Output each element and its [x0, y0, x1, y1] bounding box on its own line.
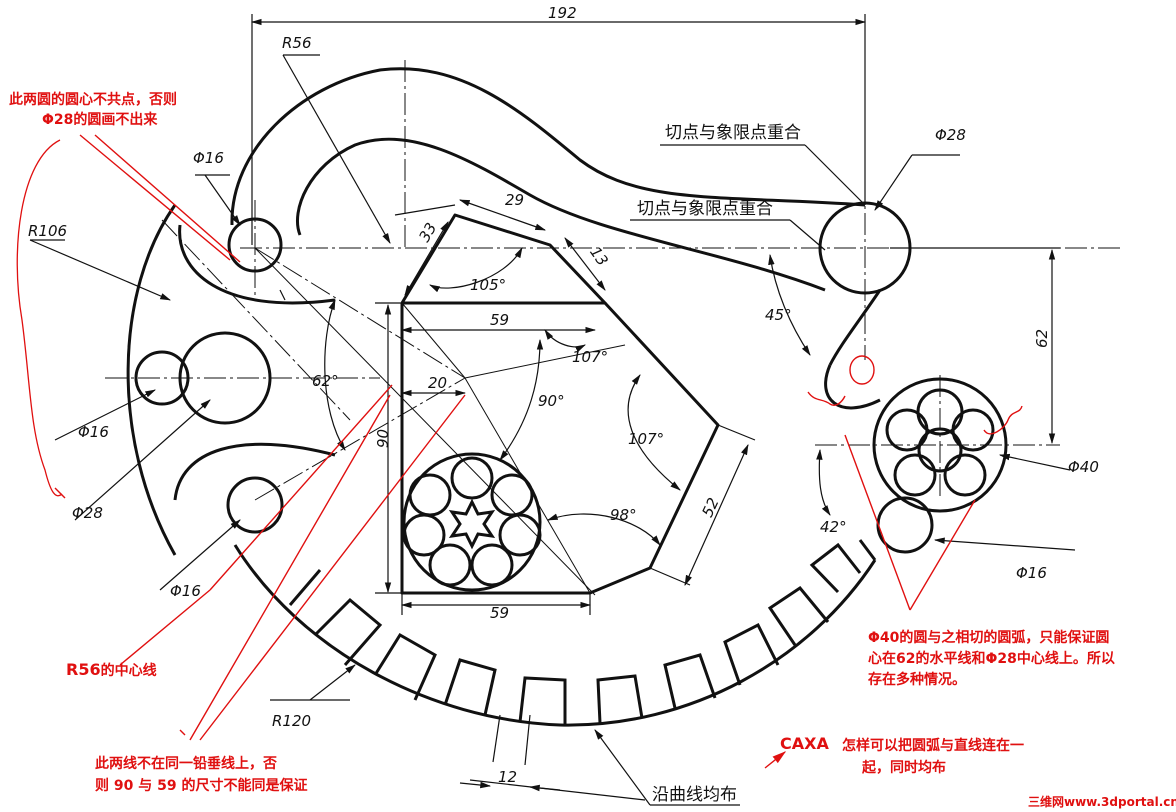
dim-phi16-top: Φ16	[193, 149, 224, 167]
angle-arcs	[324, 247, 831, 546]
part-outline	[126, 67, 882, 727]
annotation-caxa-2: 起，同时均布	[861, 759, 946, 776]
dim-phi16-bottom-left: Φ16	[170, 582, 201, 600]
note-curve-distribute: 沿曲线均布	[652, 785, 737, 805]
annotation-plumb-2: 则 90 与 59 的尺寸不能同是保证	[95, 777, 307, 794]
dim-r56: R56	[282, 34, 312, 52]
annotation-caxa-1: 怎样可以把圆弧与直线连在一	[842, 737, 1024, 754]
annotation-phi40-3: 存在多种情况。	[868, 671, 966, 688]
note-tangent-2: 切点与象限点重合	[637, 199, 773, 219]
dim-phi16-bottom-right: Φ16	[1016, 564, 1047, 582]
dimension-lines	[29, 14, 1076, 806]
dim-r106: R106	[28, 222, 67, 240]
annotation-r56-suffix: 的中心线	[101, 662, 157, 679]
red-markup	[16, 134, 1023, 769]
dim-phi40: Φ40	[1068, 458, 1099, 476]
circles	[134, 201, 1008, 592]
note-tangent-1: 切点与象限点重合	[665, 123, 801, 143]
annotation-caxa-prefix: CAXA	[780, 734, 829, 753]
annotation-r56-label: R56的中心线	[66, 660, 157, 679]
angle-90: 90°	[538, 392, 565, 410]
angle-42: 42°	[820, 518, 847, 536]
red-annotation-text: 此两圆的圆心不共点，否则 Φ28的圆画不出来 R56的中心线 此两线不在同一铅垂…	[9, 91, 1176, 809]
angle-105: 105°	[470, 276, 506, 294]
angle-62: 62°	[312, 372, 339, 390]
dim-r120: R120	[272, 712, 311, 730]
watermark: 三维网www.3dportal.cn	[1028, 794, 1176, 809]
annotation-phi40-1: Φ40的圆与之相切的圆弧，只能保证圆	[868, 629, 1109, 646]
dim-20: 20	[428, 374, 447, 392]
dim-phi28-top: Φ28	[935, 126, 966, 144]
center-lines	[105, 60, 1120, 501]
dim-52: 52	[698, 495, 722, 520]
dim-192: 192	[548, 4, 577, 22]
dim-59-top: 59	[490, 311, 509, 329]
dim-62: 62	[1033, 329, 1051, 348]
dim-phi28-left: Φ28	[72, 504, 103, 522]
annotation-centers-1: 此两圆的圆心不共点，否则	[9, 91, 177, 108]
dim-12: 12	[498, 768, 517, 786]
annotation-plumb-1: 此两线不在同一铅垂线上，否	[95, 755, 277, 772]
annotation-phi40-2: 心在62的水平线和Φ28中心线上。所以	[868, 650, 1115, 667]
dim-59-bottom: 59	[490, 604, 509, 622]
angle-98: 98°	[610, 506, 637, 524]
dim-phi16-left: Φ16	[78, 423, 109, 441]
angle-45: 45°	[765, 306, 792, 324]
dim-29: 29	[505, 191, 524, 209]
annotation-r56-prefix: R56	[66, 660, 101, 679]
angle-107-top: 107°	[572, 348, 608, 366]
construction-lines	[254, 247, 626, 596]
dim-13: 13	[586, 243, 612, 269]
dim-90: 90	[374, 429, 392, 448]
gear-teeth	[288, 542, 862, 725]
angle-107-right: 107°	[628, 430, 664, 448]
annotation-centers-2: Φ28的圆画不出来	[42, 111, 158, 128]
